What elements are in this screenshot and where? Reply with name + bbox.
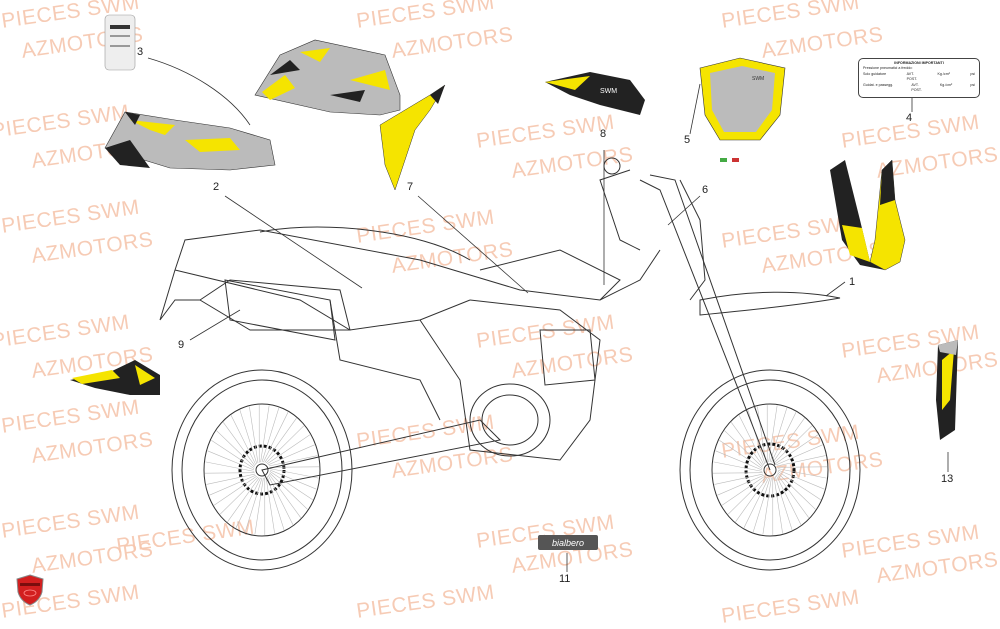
callout-3[interactable]: 3 [137, 46, 144, 58]
callout-6[interactable]: 6 [702, 184, 709, 196]
decal-2 [104, 111, 276, 171]
front-wheel [679, 369, 861, 571]
label-title: INFORMAZIONI IMPORTANTI [894, 61, 944, 65]
callout-11[interactable]: 11 [559, 573, 571, 585]
azmotors-shield-logo [16, 574, 44, 606]
decal-5: SWM [699, 57, 786, 141]
decal-6 [720, 158, 739, 162]
decal-13 [936, 340, 958, 440]
decal-9 [70, 360, 160, 395]
callout-5[interactable]: 5 [684, 134, 691, 146]
callout-9[interactable]: 9 [178, 339, 185, 351]
decal-1 [830, 159, 906, 271]
decal-3 [104, 14, 136, 71]
callout-2[interactable]: 2 [213, 181, 220, 193]
callout-1[interactable]: 1 [849, 276, 856, 288]
callout-8[interactable]: 8 [600, 128, 607, 140]
callout-7[interactable]: 7 [407, 181, 414, 193]
svg-text:SWM: SWM [600, 88, 617, 95]
decal-7 [254, 39, 446, 191]
callout-13[interactable]: 13 [941, 473, 954, 485]
label-subtitle: Pressione pneumatici a freddo: [863, 65, 913, 70]
rear-wheel [171, 369, 353, 571]
svg-text:SWM: SWM [752, 76, 764, 82]
label-row: Guidat. e passegg. AVT.POST. Kg./cm² psi [863, 83, 975, 92]
decal-8: SWM [545, 72, 645, 115]
callout-4[interactable]: 4 [906, 112, 913, 124]
label-row: Solo guidatore AVT.POST. Kg./cm² psi [863, 72, 975, 81]
decal-11: bialbero [538, 535, 598, 550]
tire-pressure-label: INFORMAZIONI IMPORTANTI Pressione pneuma… [858, 58, 980, 98]
svg-text:bialbero: bialbero [552, 538, 584, 548]
